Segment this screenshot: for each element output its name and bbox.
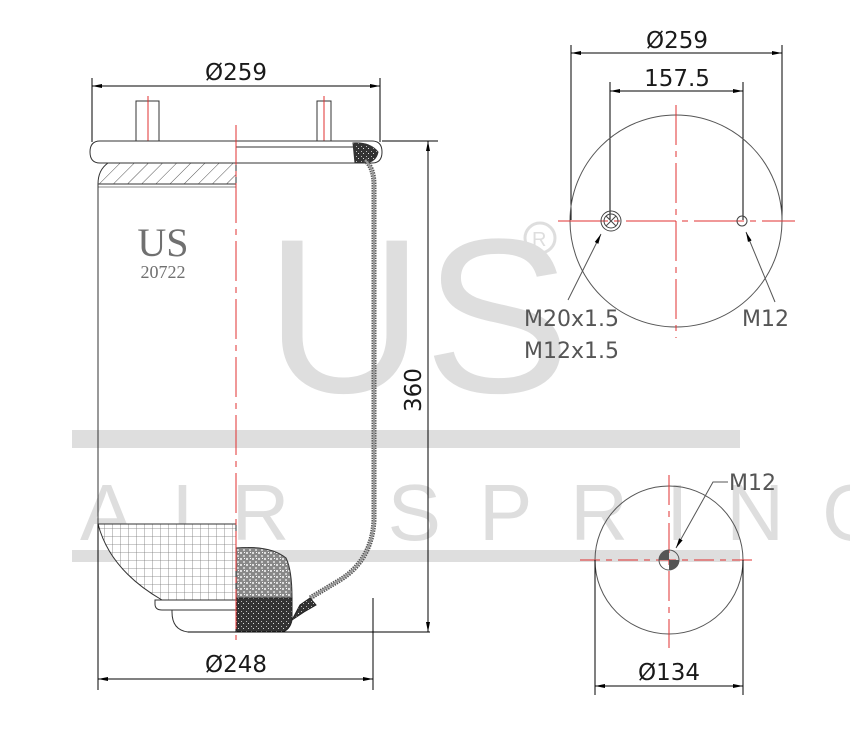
upper-section-hatch xyxy=(97,162,237,185)
watermark: US R AIR SPRING xyxy=(72,193,850,562)
piston-rubber xyxy=(235,547,293,599)
stud-spacing-label: 157.5 xyxy=(644,66,710,92)
height-label: 360 xyxy=(401,368,427,412)
watermark-bar-top xyxy=(72,430,740,448)
thread-label-m12-bottom: M12 xyxy=(729,471,776,496)
thread-label-m12-top: M12 xyxy=(742,307,789,332)
watermark-logo: US xyxy=(265,193,571,439)
top-view: Ø259 157.5 M20x1.5 M12x1.5 M12 xyxy=(524,28,795,364)
leader-m20 xyxy=(567,233,602,301)
bottom-view: M12 Ø134 xyxy=(580,471,776,695)
stud-hole-m20 xyxy=(600,210,622,232)
bottom-diameter-label: Ø248 xyxy=(205,652,267,678)
piston-insert xyxy=(235,597,293,633)
brand-logo-text: US xyxy=(137,220,188,265)
piston-section-grid xyxy=(97,523,237,601)
top-diameter-label: Ø259 xyxy=(205,60,267,86)
stud-hole-m12 xyxy=(736,215,748,227)
leader-m12 xyxy=(745,231,776,303)
watermark-registered-r: R xyxy=(532,229,546,251)
top-view-diameter-label: Ø259 xyxy=(646,28,708,54)
registered-mark-icon xyxy=(523,221,557,255)
bottom-view-diameter-label: Ø134 xyxy=(638,660,700,686)
side-view: Ø259 360 xyxy=(89,60,438,690)
part-number: 20722 xyxy=(141,262,186,282)
thread-label-m20: M20x1.5 xyxy=(524,307,619,332)
thread-label-m12x1-5: M12x1.5 xyxy=(524,339,619,364)
leader-bottom-m12 xyxy=(675,481,728,549)
